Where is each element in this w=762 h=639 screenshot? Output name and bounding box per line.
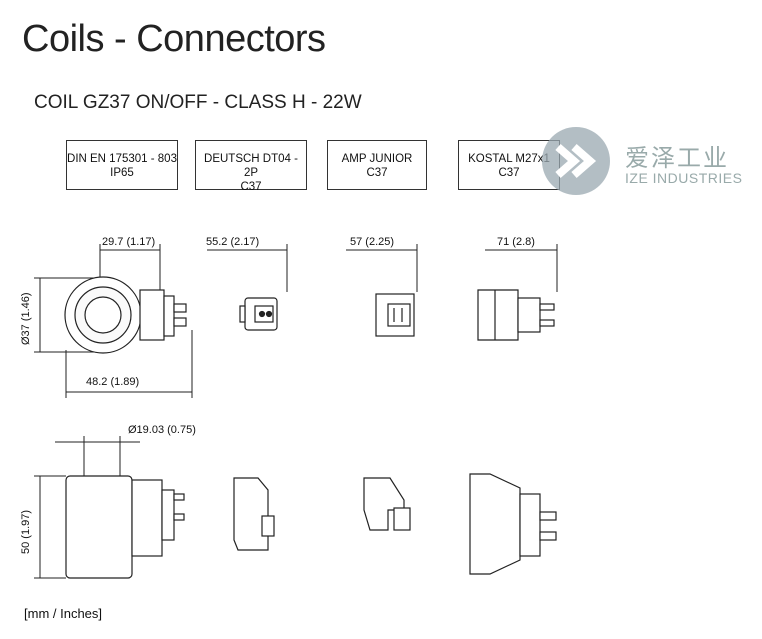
connector-box-din: DIN EN 175301 - 803 IP65	[66, 140, 178, 190]
connector-sublabel: IP65	[110, 167, 134, 179]
ize-logo-icon	[542, 127, 610, 195]
watermark-cn: 爱泽工业	[625, 145, 729, 172]
connector-box-deutsch: DEUTSCH DT04 - 2P C37	[195, 140, 307, 193]
dim-coil-diameter: Ø37 (1.46)	[20, 292, 32, 345]
connector-label: DEUTSCH DT04 - 2P	[204, 153, 298, 179]
units-label: [mm / Inches]	[24, 606, 103, 621]
watermark-en: IZE INDUSTRIES	[625, 170, 743, 186]
dim-height: 50 (1.97)	[20, 509, 32, 554]
connector-sublabel: C37	[366, 167, 388, 179]
dim-bore: Ø19.03 (0.75)	[128, 424, 196, 436]
connector-sublabel: C37	[240, 181, 262, 193]
connector-label: KOSTAL M27x1	[468, 153, 550, 165]
dim-kostal-width: 71 (2.8)	[497, 236, 535, 248]
dim-deutsch-width: 55.2 (2.17)	[206, 236, 260, 248]
dim-coil-total: 48.2 (1.89)	[86, 376, 140, 388]
connector-label: DIN EN 175301 - 803	[67, 153, 177, 165]
connector-label: AMP JUNIOR	[341, 153, 413, 165]
page-subtitle: COIL GZ37 ON/OFF - CLASS H - 22W	[34, 92, 362, 113]
dim-amp-width: 57 (2.25)	[350, 236, 395, 248]
page-title: Coils - Connectors	[22, 18, 326, 60]
connector-box-kostal: KOSTAL M27x1 C37	[458, 140, 560, 190]
connector-box-amp: AMP JUNIOR C37	[327, 140, 427, 190]
dim-coil-width: 29.7 (1.17)	[102, 236, 156, 248]
connector-sublabel: C37	[498, 167, 520, 179]
